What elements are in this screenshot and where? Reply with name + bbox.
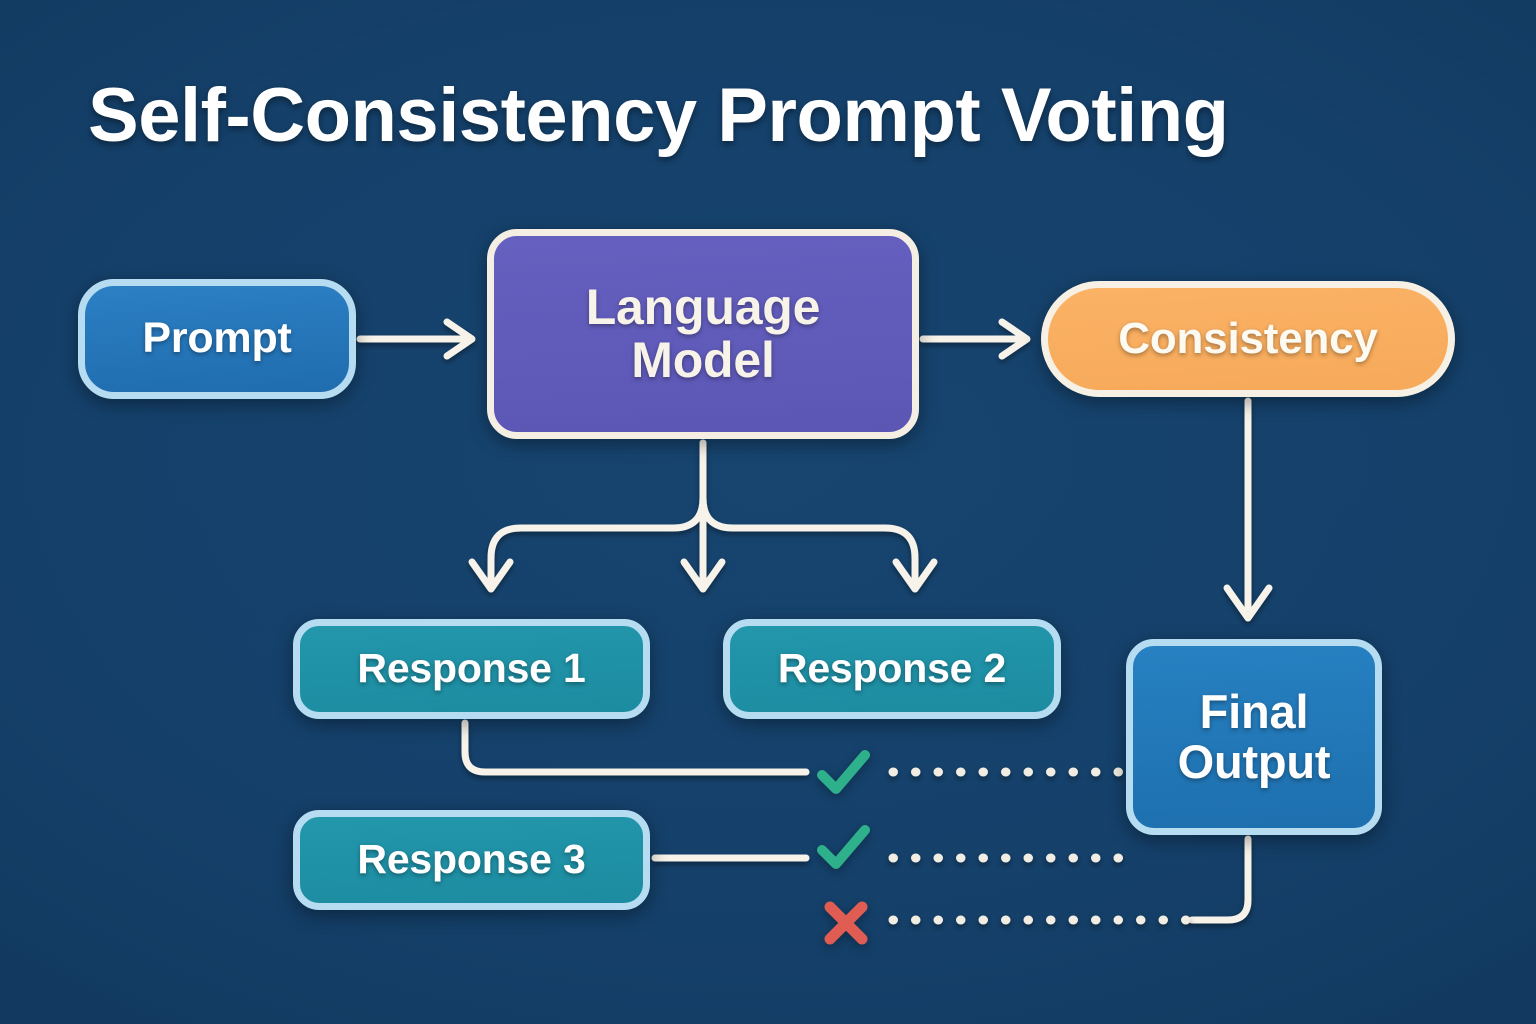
node-final-output[interactable]: Final Output <box>1126 639 1382 835</box>
node-consistency[interactable]: Consistency <box>1041 281 1455 397</box>
node-response-1-label: Response 1 <box>357 645 586 692</box>
connector-language-model-to-response-2 <box>680 439 726 593</box>
page-title: Self-Consistency Prompt Voting <box>88 73 1229 158</box>
check-icon <box>817 825 870 869</box>
node-consistency-label: Consistency <box>1118 313 1378 363</box>
node-response-1[interactable]: Response 1 <box>293 619 650 719</box>
node-response-3[interactable]: Response 3 <box>293 810 650 910</box>
connector-final-output-bottom-stub <box>1188 835 1252 924</box>
node-language-model[interactable]: Language Model <box>487 229 919 439</box>
check-icon <box>817 750 870 794</box>
node-response-2[interactable]: Response 2 <box>723 619 1061 719</box>
node-response-3-label: Response 3 <box>357 836 586 883</box>
connector-consistency-to-final-output <box>1223 397 1273 622</box>
connector-language-model-to-response-1 <box>468 439 707 593</box>
cross-icon <box>824 901 868 945</box>
node-final-output-label: Final Output <box>1177 685 1331 788</box>
connector-response-1-to-check-1 <box>461 719 810 776</box>
node-prompt[interactable]: Prompt <box>78 279 356 399</box>
node-response-2-label: Response 2 <box>777 645 1007 692</box>
node-prompt-label: Prompt <box>142 314 292 363</box>
connector-prompt-to-language-model <box>356 318 476 360</box>
connector-language-model-to-consistency <box>919 318 1031 360</box>
node-language-model-label: Language Model <box>585 279 821 388</box>
connector-language-model-to-response-3 <box>699 494 938 593</box>
